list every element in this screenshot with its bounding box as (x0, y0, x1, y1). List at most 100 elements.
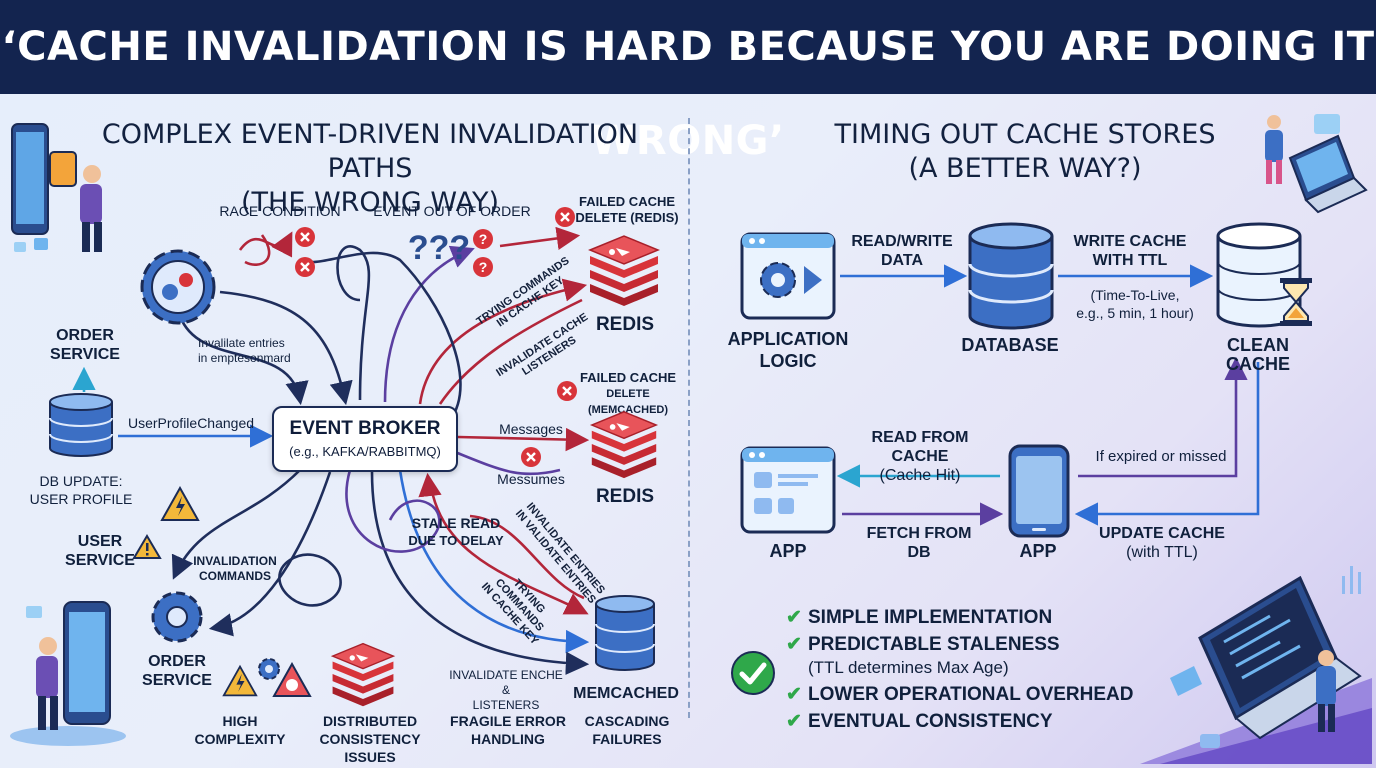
clean-cache-label: CLEAN CACHE (1225, 335, 1290, 374)
redis-icon (330, 642, 396, 707)
race-condition-label: RACE CONDITION (219, 203, 341, 219)
failed-cache-mem-line1: FAILED CACHE (579, 370, 677, 385)
check-icon: ✔ (786, 607, 802, 628)
write-cache-line1: WRITE CACHE (1073, 233, 1187, 250)
benefit-item: ✔ EVENTUAL CONSISTENCY (786, 710, 1133, 733)
app-logic-label: APPLICATION LOGIC (726, 328, 850, 372)
error-x-icon (295, 227, 315, 247)
benefit-title: EVENTUAL CONSISTENCY (808, 711, 1053, 732)
right-heading-line2: (A BETTER WAY?) (908, 153, 1142, 184)
app-logic-line2: LOGIC (759, 351, 817, 371)
question-icon: ? (473, 229, 493, 249)
stale-read-label: STALE READ DUE TO DELAY (406, 514, 506, 550)
user-service-label: USER SERVICE (60, 532, 140, 570)
order-service-top-line1: ORDER (56, 327, 114, 344)
mobile-app-icon (1008, 444, 1070, 538)
write-cache-label: WRITE CACHE WITH TTL (1062, 232, 1198, 270)
developer-laptop-icon (1140, 566, 1372, 764)
invalidate-entries-line2: in emptesonmard (198, 351, 291, 365)
failed-cache-redis-line2: DELETE (REDIS) (575, 210, 679, 225)
invalidate-enche-line2: LISTENERS (472, 698, 540, 712)
check-icon: ✔ (786, 711, 802, 732)
messumes-label: Messumes (497, 471, 565, 487)
db-update-line2: USER PROFILE (29, 491, 133, 507)
fetch-from-db-label: FETCH FROM DB (862, 524, 976, 562)
user-service-line1: USER (77, 533, 123, 550)
gear-icon (151, 591, 203, 643)
order-service-top-line2: SERVICE (50, 346, 120, 363)
ttl-note-line2: e.g., 5 min, 1 hour) (1076, 305, 1194, 321)
failed-cache-redis-line1: FAILED CACHE (578, 194, 676, 209)
warning-gear-icon (272, 662, 312, 697)
update-cache-line1: UPDATE CACHE (1099, 525, 1225, 542)
fetch-from-line1: FETCH FROM (866, 525, 972, 542)
order-service-low-line2: SERVICE (142, 672, 212, 689)
invalidation-commands-line2: COMMANDS (199, 569, 271, 583)
memcached-database-icon (595, 595, 655, 671)
read-write-line2: DATA (880, 252, 924, 269)
cascading-line2: FAILURES (592, 731, 662, 747)
invalidation-commands-line1: INVALIDATION (193, 554, 277, 568)
svg-text:?: ? (479, 259, 488, 275)
error-x-icon (521, 447, 541, 467)
app-window-icon (740, 446, 836, 534)
database-icon (49, 393, 113, 457)
fragile-line2: HANDLING (471, 731, 545, 747)
read-from-cache-line1: READ FROM CACHE (871, 429, 969, 465)
user-service-line2: SERVICE (65, 552, 135, 569)
cascading-failures-label: CASCADING FAILURES (572, 712, 682, 748)
question-icon: ? (473, 257, 493, 277)
read-from-cache-label: READ FROM CACHE (Cache Hit) (846, 428, 994, 485)
app-left-label: APP (769, 541, 807, 561)
invalidation-commands-label: INVALIDATION COMMANDS (190, 554, 280, 584)
invalidate-enche-label: INVALIDATE ENCHE & LISTENERS (444, 668, 568, 713)
write-cache-line2: WITH TTL (1092, 252, 1168, 269)
db-update-label: DB UPDATE: USER PROFILE (22, 472, 140, 508)
error-x-icon (557, 381, 577, 401)
check-icon: ✔ (786, 634, 802, 655)
if-expired-label: If expired or missed (1095, 448, 1227, 465)
error-x-icon (295, 257, 315, 277)
person-laptop-icon (1265, 114, 1368, 214)
event-broker-title: EVENT BROKER (289, 418, 441, 439)
ttl-note-line1: (Time-To-Live, (1090, 287, 1180, 303)
failed-cache-mem-line2: DELETE (MEMCACHED) (587, 388, 669, 416)
db-update-line1: DB UPDATE: (39, 473, 123, 489)
hourglass-icon (1280, 278, 1312, 326)
application-window-icon (740, 232, 836, 320)
benefit-title: LOWER OPERATIONAL OVERHEAD (808, 684, 1134, 705)
error-x-icon (555, 207, 575, 227)
fragile-line1: FRAGILE ERROR (450, 713, 566, 729)
event-broker-subtitle: (e.g., KAFKA/RABBITMQ) (289, 444, 441, 459)
page-title: ‘CACHE INVALIDATION IS HARD BECAUSE YOU … (1, 24, 1375, 164)
cascading-line1: CASCADING (584, 713, 670, 729)
distributed-line1: DISTRIBUTED (322, 713, 418, 729)
redis-icon (588, 235, 660, 306)
read-write-line1: READ/WRITE (851, 233, 953, 250)
order-service-low-label: ORDER SERVICE (134, 652, 220, 690)
redis-top-label: REDIS (595, 314, 655, 335)
update-cache-line2: (with TTL) (1126, 544, 1198, 561)
question-marks: ??? (407, 229, 471, 267)
user-profile-changed-label: UserProfileChanged (127, 415, 255, 431)
distributed-line2: CONSISTENCY ISSUES (319, 731, 421, 765)
app-right-label: APP (1019, 541, 1057, 561)
failed-cache-mem-label: FAILED CACHE DELETE (MEMCACHED) (570, 370, 686, 418)
gear-icon (258, 658, 280, 680)
messages-label: Messages (499, 421, 563, 437)
service-gear-icon (140, 249, 216, 325)
warning-icon (132, 534, 162, 559)
person-phone-icon (11, 123, 102, 252)
check-circle-icon (731, 651, 775, 695)
high-complexity-label: HIGH COMPLEXITY (192, 712, 288, 748)
benefit-title: PREDICTABLE STALENESS (808, 634, 1060, 655)
check-icon: ✔ (786, 684, 802, 705)
left-heading: COMPLEX EVENT-DRIVEN INVALIDATION PATHS … (60, 118, 680, 220)
distributed-consistency-label: DISTRIBUTED CONSISTENCY ISSUES (292, 712, 448, 766)
invalidate-entries-line1: Invalilate entries (198, 336, 285, 350)
warning-icon (222, 664, 258, 697)
person-tablet-icon (10, 601, 126, 746)
event-broker-box: EVENT BROKER (e.g., KAFKA/RABBITMQ) (272, 406, 458, 472)
failed-cache-redis-label: FAILED CACHE DELETE (REDIS) (572, 194, 682, 226)
